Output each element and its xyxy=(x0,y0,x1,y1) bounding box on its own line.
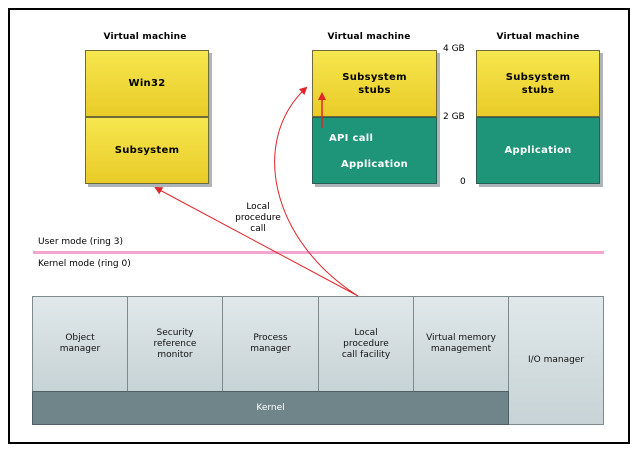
address-0: 0 xyxy=(460,177,466,187)
vm2-application-box: API call Application xyxy=(312,117,437,184)
object-manager: Object manager xyxy=(32,296,128,392)
diagram-frame xyxy=(8,8,630,444)
vm2-title: Virtual machine xyxy=(327,32,411,42)
ring-boundary-line xyxy=(33,251,604,254)
address-4gb: 4 GB xyxy=(443,44,465,54)
vm2-api-call-label: API call xyxy=(329,133,374,144)
process-manager: Process manager xyxy=(222,296,319,392)
user-mode-label: User mode (ring 3) xyxy=(38,237,123,247)
vm1-win32-box: Win32 xyxy=(85,50,209,117)
vm2-application-label: Application xyxy=(341,159,409,170)
vm2-stubs-box: Subsystem stubs xyxy=(312,50,437,117)
virtual-memory-management: Virtual memory management xyxy=(413,296,509,392)
vm3-application-box: Application xyxy=(476,117,600,184)
lpc-facility: Local procedure call facility xyxy=(318,296,414,392)
kernel-bar: Kernel xyxy=(32,391,509,425)
io-manager: I/O manager xyxy=(508,296,604,425)
kernel-mode-label: Kernel mode (ring 0) xyxy=(38,259,131,269)
security-reference-monitor: Security reference monitor xyxy=(127,296,223,392)
vm1: Win32 Subsystem xyxy=(85,50,209,184)
address-2gb: 2 GB xyxy=(443,112,465,122)
vm3-stubs-box: Subsystem stubs xyxy=(476,50,600,117)
vm3: Subsystem stubs Application xyxy=(476,50,600,184)
vm3-title: Virtual machine xyxy=(496,32,580,42)
vm2: Subsystem stubs API call Application xyxy=(312,50,437,184)
vm1-subsystem-box: Subsystem xyxy=(85,117,209,184)
vm1-title: Virtual machine xyxy=(103,32,187,42)
lpc-label: Local procedure call xyxy=(235,202,281,234)
